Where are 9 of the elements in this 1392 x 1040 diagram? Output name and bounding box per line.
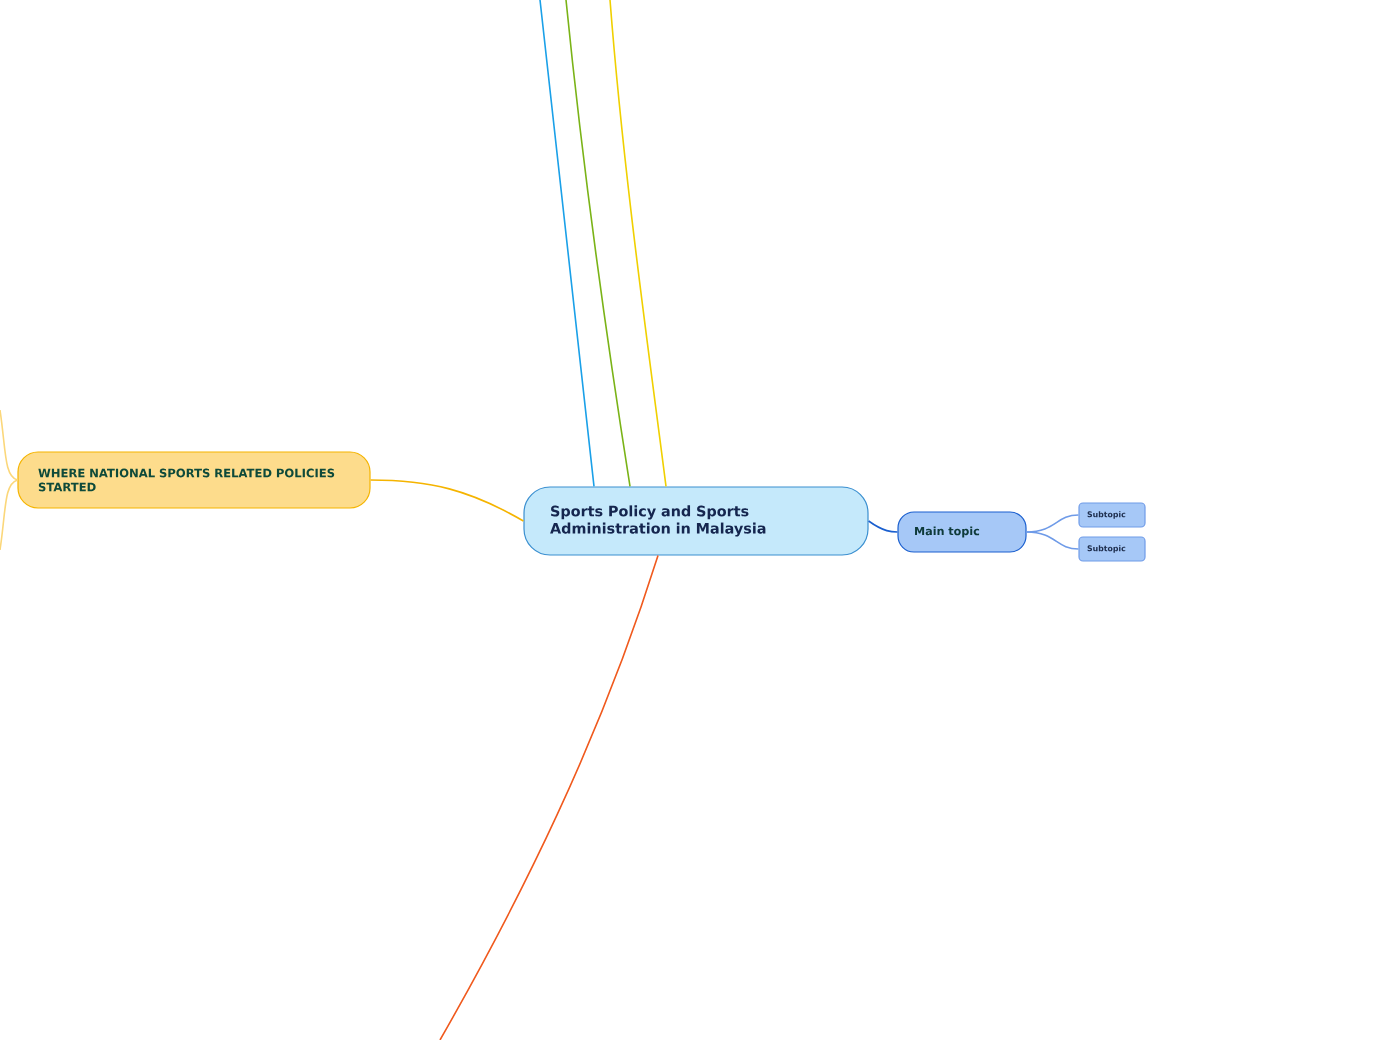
connector-line — [609, 0, 667, 488]
connector-line — [0, 479, 19, 551]
connector-line — [565, 0, 631, 488]
connector-line — [867, 520, 899, 533]
connector-line — [0, 409, 19, 481]
connector-line — [369, 479, 525, 522]
connector-line — [539, 0, 595, 488]
connector-line — [1025, 531, 1080, 550]
connector-line — [439, 554, 659, 1040]
